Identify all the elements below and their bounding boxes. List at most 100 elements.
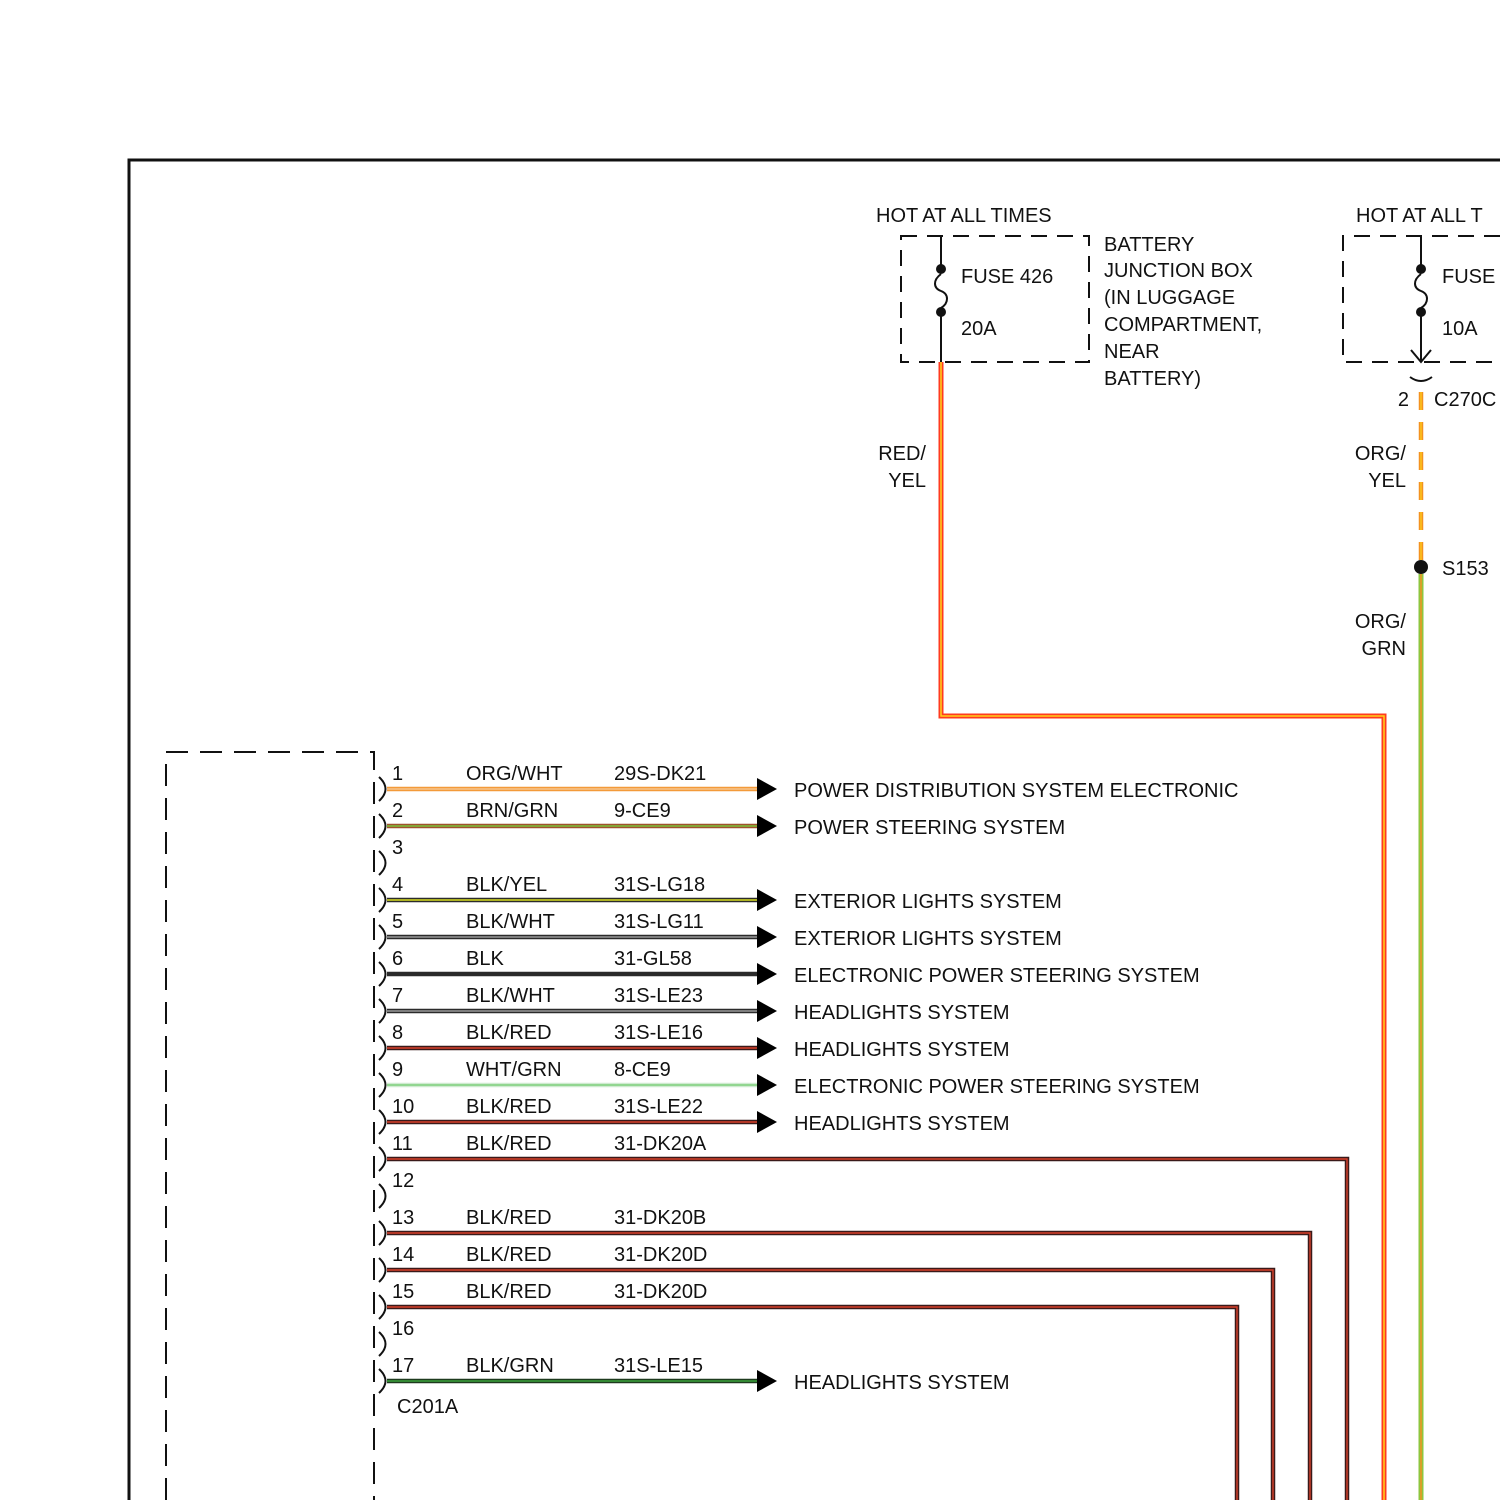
pin-4-cavity-icon [379, 888, 386, 912]
pin-16-number: 16 [392, 1318, 414, 1340]
pin-5-number: 5 [392, 911, 403, 933]
pin-2-destination: POWER STEERING SYSTEM [794, 817, 1065, 839]
pin-14-cavity-icon [379, 1258, 386, 1282]
pin-14-number: 14 [392, 1244, 414, 1266]
pin-2-cavity-icon [379, 814, 386, 838]
pin-10-number: 10 [392, 1096, 414, 1118]
pin-8-destination: HEADLIGHTS SYSTEM [794, 1039, 1010, 1061]
fuse-426-terminal-top [936, 264, 946, 274]
pin-5-cavity-icon [379, 925, 386, 949]
pin-4-arrow-icon [757, 889, 777, 911]
pin-1-wire-color: ORG/WHT [466, 763, 563, 785]
box-label-line-1: BATTERY [1104, 234, 1194, 256]
pin-15-cavity-icon [379, 1295, 386, 1319]
pin-2-number: 2 [392, 800, 403, 822]
pin-5-arrow-icon [757, 926, 777, 948]
pin-7-number: 7 [392, 985, 403, 1007]
pin-17-destination: HEADLIGHTS SYSTEM [794, 1372, 1010, 1394]
right-fuse-symbol [1415, 274, 1427, 308]
pin-7-arrow-icon [757, 1000, 777, 1022]
org-yel-label-line-1: ORG/ [1355, 443, 1407, 465]
pin-9-cavity-icon [379, 1073, 386, 1097]
org-yel-label-line-2: YEL [1368, 470, 1406, 492]
module-box-outline [166, 752, 374, 1500]
fuse-426-terminal-bottom [936, 307, 946, 317]
pin-11-circuit: 31-DK20A [614, 1133, 707, 1155]
fuse-426-rating: 20A [961, 318, 997, 340]
pin-9-number: 9 [392, 1059, 403, 1081]
pin-13-wire-color: BLK/RED [466, 1207, 552, 1229]
pin-10-circuit: 31S-LE22 [614, 1096, 703, 1118]
fuse-426-name: FUSE 426 [961, 266, 1053, 288]
pin-7-cavity-icon [379, 999, 386, 1023]
pin-8-cavity-icon [379, 1036, 386, 1060]
pin-13-circuit: 31-DK20B [614, 1207, 706, 1229]
org-grn-label-line-2: GRN [1362, 638, 1406, 660]
pin-11-wire-color: BLK/RED [466, 1133, 552, 1155]
pin-17-circuit: 31S-LE15 [614, 1355, 703, 1377]
pin-10-destination: HEADLIGHTS SYSTEM [794, 1113, 1010, 1135]
right-fuse-name: FUSE [1442, 266, 1495, 288]
pin-1-cavity-icon [379, 777, 386, 801]
pin-9-wire-color: WHT/GRN [466, 1059, 562, 1081]
pin-17-wire-color: BLK/GRN [466, 1355, 554, 1377]
hot-label-right: HOT AT ALL T [1356, 205, 1483, 227]
pin-6-wire-color: BLK [466, 948, 504, 970]
pin-3-number: 3 [392, 837, 403, 859]
pin-9-destination: ELECTRONIC POWER STEERING SYSTEM [794, 1076, 1200, 1098]
pin-5-circuit: 31S-LG11 [614, 911, 704, 933]
pin-8-number: 8 [392, 1022, 403, 1044]
connector-c201a-label: C201A [397, 1396, 459, 1418]
splice-s153-dot [1414, 560, 1428, 574]
pin-17-arrow-icon [757, 1370, 777, 1392]
pin-6-destination: ELECTRONIC POWER STEERING SYSTEM [794, 965, 1200, 987]
box-label-line-2: JUNCTION BOX [1104, 260, 1253, 282]
pin-1-number: 1 [392, 763, 403, 785]
pin-10-cavity-icon [379, 1110, 386, 1134]
pin-9-circuit: 8-CE9 [614, 1059, 671, 1081]
org-grn-label-line-1: ORG/ [1355, 611, 1407, 633]
pin-2-arrow-icon [757, 815, 777, 837]
pin-13-cavity-icon [379, 1221, 386, 1245]
battery-junction-box-outline [901, 236, 1089, 362]
pin-5-wire-color: BLK/WHT [466, 911, 555, 933]
pin-3-cavity-icon [379, 851, 386, 875]
right-fuse-terminal-bottom [1416, 307, 1426, 317]
pin-12-number: 12 [392, 1170, 414, 1192]
pin-4-wire-color: BLK/YEL [466, 874, 547, 896]
pin-16-cavity-icon [379, 1332, 386, 1356]
fuse-426-symbol [935, 274, 947, 308]
box-label-line-4: COMPARTMENT, [1104, 314, 1262, 336]
connector-c270c-pin: 2 [1398, 389, 1409, 411]
pin-8-arrow-icon [757, 1037, 777, 1059]
pin-4-circuit: 31S-LG18 [614, 874, 705, 896]
pin-10-wire-color: BLK/RED [466, 1096, 552, 1118]
pin-1-circuit: 29S-DK21 [614, 763, 706, 785]
pin-7-destination: HEADLIGHTS SYSTEM [794, 1002, 1010, 1024]
box-label-line-6: BATTERY) [1104, 368, 1201, 390]
red-yel-label-line-2: YEL [888, 470, 926, 492]
pin-7-circuit: 31S-LE23 [614, 985, 703, 1007]
red-yel-label-line-1: RED/ [878, 443, 926, 465]
right-fuse-rating: 10A [1442, 318, 1478, 340]
pin-13-number: 13 [392, 1207, 414, 1229]
pin-4-destination: EXTERIOR LIGHTS SYSTEM [794, 891, 1062, 913]
pin-17-cavity-icon [379, 1369, 386, 1393]
box-label-line-3: (IN LUGGAGE [1104, 287, 1235, 309]
pin-7-wire-color: BLK/WHT [466, 985, 555, 1007]
splice-s153-label: S153 [1442, 558, 1489, 580]
pin-15-wire-color: BLK/RED [466, 1281, 552, 1303]
pin-8-wire-color: BLK/RED [466, 1022, 552, 1044]
pin-15-circuit: 31-DK20D [614, 1281, 707, 1303]
right-fuse-terminal-top [1416, 264, 1426, 274]
pin-6-arrow-icon [757, 963, 777, 985]
pin-1-arrow-icon [757, 778, 777, 800]
pin-4-number: 4 [392, 874, 403, 896]
pin-15-wire [387, 1307, 1237, 1500]
connector-c270c-female-icon [1410, 377, 1432, 381]
pin-15-number: 15 [392, 1281, 414, 1303]
pin-17-number: 17 [392, 1355, 414, 1377]
pin-6-cavity-icon [379, 962, 386, 986]
pin-12-cavity-icon [379, 1184, 386, 1208]
